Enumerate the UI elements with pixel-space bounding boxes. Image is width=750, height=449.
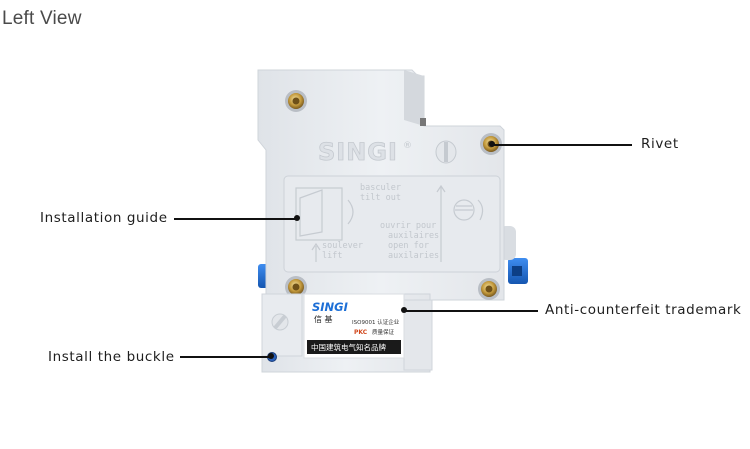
guide-text-lift: lift (322, 251, 342, 261)
callout-anti-counterfeit: Anti-counterfeit trademark (545, 302, 742, 318)
svg-text:®: ® (403, 141, 412, 151)
sticker-brand: SINGI (312, 300, 349, 314)
embossed-brand: SINGI (318, 138, 398, 166)
callout-installation-guide-dot (294, 215, 300, 221)
installation-guide-panel (283, 175, 501, 273)
callout-rivet-line (492, 144, 632, 146)
callout-rivet-dot (489, 141, 495, 147)
sticker-pkc: PKC (354, 329, 368, 336)
callout-install-buckle: Install the buckle (48, 349, 175, 365)
guide-text-auxiliaries: auxilaries (388, 251, 439, 261)
callout-install-buckle-dot (268, 353, 274, 359)
guide-text-basculer: basculer (360, 183, 401, 193)
rivet-icon (285, 90, 307, 112)
guide-diagram (295, 184, 484, 262)
rivet-icon (285, 276, 307, 298)
sticker-banner-text: 中国建筑电气知名品牌 (311, 342, 386, 352)
callout-install-buckle-line (180, 356, 272, 358)
rivet-icon (478, 278, 500, 300)
guide-text-open-for: open for (388, 241, 429, 251)
guide-text-ouvrir: ouvrir pour (380, 221, 436, 231)
callout-installation-guide: Installation guide (40, 210, 168, 226)
sticker-brand-cn: 信 基 (314, 314, 333, 324)
sticker-quality: 质量保证 (372, 328, 395, 336)
callout-rivet: Rivet (641, 136, 679, 152)
guide-text-auxiliaires: auxilaires (388, 231, 439, 241)
callout-anti-counterfeit-line (404, 310, 538, 312)
callout-installation-guide-line (174, 218, 298, 220)
guide-text-tilt-out: tilt out (360, 193, 401, 203)
sticker-banner (307, 340, 401, 354)
sticker-iso: ISO9001 认证企业 (352, 318, 400, 326)
page-title: Left View (2, 8, 82, 29)
guide-text-soulever: soulever (322, 241, 363, 251)
callout-anti-counterfeit-dot (401, 307, 407, 313)
